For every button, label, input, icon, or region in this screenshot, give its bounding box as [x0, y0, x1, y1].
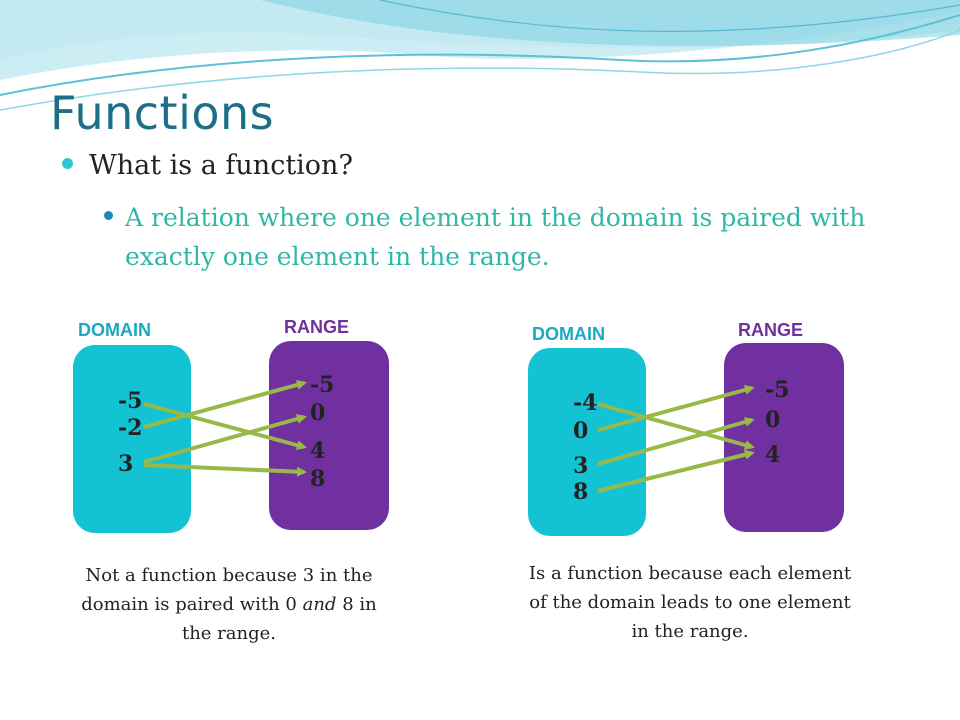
domain-box-1	[73, 345, 191, 533]
range-value: -5	[765, 377, 789, 403]
domain-value: 0	[573, 418, 588, 444]
range-box-2	[724, 343, 844, 532]
diagram-2: DOMAIN RANGE -4 0 3 8 -5 0 4	[528, 320, 844, 536]
caption-2: Is a function because each element of th…	[525, 559, 855, 646]
domain-label-2: DOMAIN	[532, 324, 605, 344]
mapping-arrow	[597, 385, 755, 432]
mapping-arrow	[143, 380, 307, 429]
mapping-arrow	[143, 402, 307, 451]
range-label-1: RANGE	[284, 317, 349, 337]
range-value: 0	[310, 400, 325, 426]
main-bullet: What is a function?	[62, 150, 353, 181]
caption-1-text-end: 8 in the range.	[181, 594, 377, 644]
domain-value: 3	[573, 453, 588, 479]
domain-value: 8	[573, 479, 588, 505]
main-bullet-text: What is a function?	[89, 150, 353, 181]
domain-value: 3	[118, 451, 133, 477]
sub-bullet-dot-icon	[104, 211, 113, 220]
slide-title: Functions	[50, 86, 275, 140]
sub-bullet-text: A relation where one element in the doma…	[125, 203, 866, 271]
range-value: 8	[310, 466, 325, 492]
range-value: 4	[310, 438, 325, 464]
wave-header-decoration	[0, 0, 960, 111]
caption-1: Not a function because 3 in the domain i…	[64, 561, 394, 648]
sub-bullet: A relation where one element in the doma…	[104, 198, 934, 276]
caption-2-text: Is a function because each element of th…	[528, 563, 852, 642]
domain-value: -2	[118, 415, 142, 441]
mapping-arrow	[597, 449, 755, 493]
mapping-arrow	[597, 417, 755, 466]
mapping-arrow	[143, 414, 307, 464]
domain-value: -5	[118, 388, 142, 414]
caption-1-text: Not a function because 3 in the domain i…	[81, 565, 373, 615]
mapping-arrow	[143, 463, 307, 477]
range-value: 4	[765, 442, 780, 468]
domain-value: -4	[573, 390, 597, 416]
caption-1-emphasis: and	[302, 594, 337, 615]
mapping-arrow	[597, 402, 755, 450]
domain-label-1: DOMAIN	[78, 320, 151, 340]
range-label-2: RANGE	[738, 320, 803, 340]
range-value: 0	[765, 407, 780, 433]
range-box-1	[269, 341, 389, 530]
bullet-dot-icon	[62, 158, 73, 169]
diagram-1: DOMAIN RANGE -5 -2 3 -5 0 4 8	[73, 317, 389, 533]
range-value: -5	[310, 372, 334, 398]
domain-box-2	[528, 348, 646, 536]
